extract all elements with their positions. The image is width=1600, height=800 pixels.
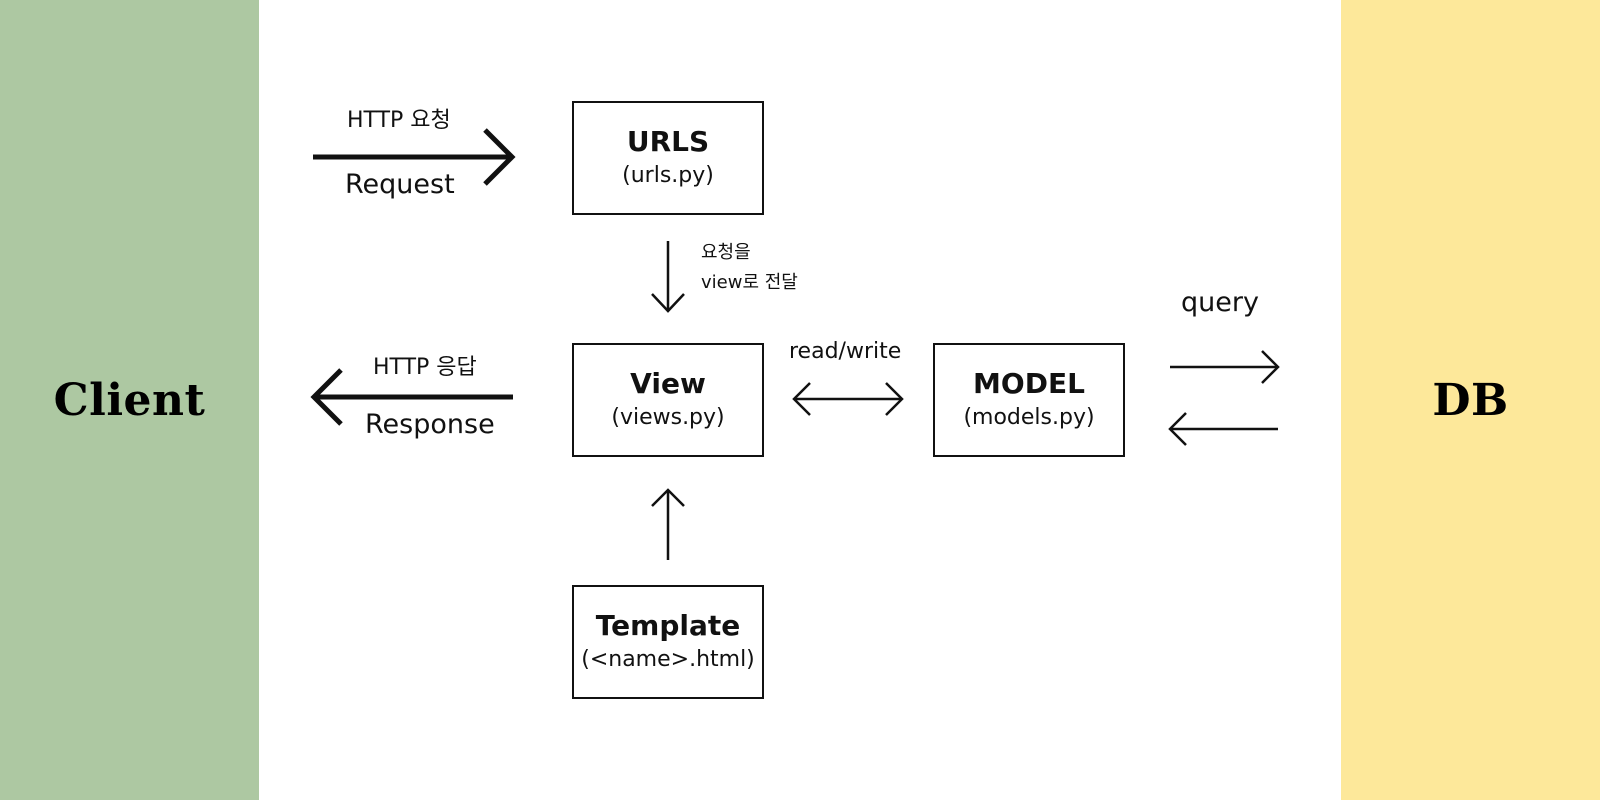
read-write-label: read/write bbox=[789, 339, 902, 364]
view-title: View bbox=[630, 367, 706, 400]
model-title: MODEL bbox=[973, 367, 1085, 400]
http-request-label: HTTP 요청 bbox=[347, 108, 451, 133]
pass-to-view-line1: 요청을 bbox=[701, 242, 751, 263]
pass-to-view-line2: view로 전달 bbox=[701, 272, 798, 293]
db-label: DB bbox=[1432, 374, 1509, 426]
pass-to-view-label: 요청을 view로 전달 bbox=[701, 238, 798, 298]
client-panel: Client bbox=[0, 0, 259, 800]
view-box: View (views.py) bbox=[572, 343, 764, 457]
query-label: query bbox=[1181, 287, 1259, 318]
urls-subtitle: (urls.py) bbox=[622, 163, 714, 188]
view-subtitle: (views.py) bbox=[611, 405, 725, 430]
model-box: MODEL (models.py) bbox=[933, 343, 1125, 457]
urls-to-view-arrow bbox=[651, 241, 685, 313]
urls-box: URLS (urls.py) bbox=[572, 101, 764, 215]
template-title: Template bbox=[595, 609, 741, 642]
query-arrow-from-db bbox=[1168, 412, 1278, 446]
response-arrow bbox=[310, 368, 513, 426]
request-arrow bbox=[313, 128, 516, 186]
model-subtitle: (models.py) bbox=[963, 405, 1095, 430]
client-label: Client bbox=[53, 374, 206, 426]
request-label: Request bbox=[345, 169, 455, 200]
template-box: Template (<name>.html) bbox=[572, 585, 764, 699]
template-subtitle: (<name>.html) bbox=[581, 647, 755, 672]
urls-title: URLS bbox=[626, 125, 710, 158]
template-to-view-arrow bbox=[651, 488, 685, 560]
response-label: Response bbox=[365, 409, 495, 440]
http-response-label: HTTP 응답 bbox=[373, 355, 477, 380]
read-write-arrow bbox=[792, 382, 904, 416]
query-arrow-to-db bbox=[1170, 350, 1280, 384]
db-panel: DB bbox=[1341, 0, 1600, 800]
